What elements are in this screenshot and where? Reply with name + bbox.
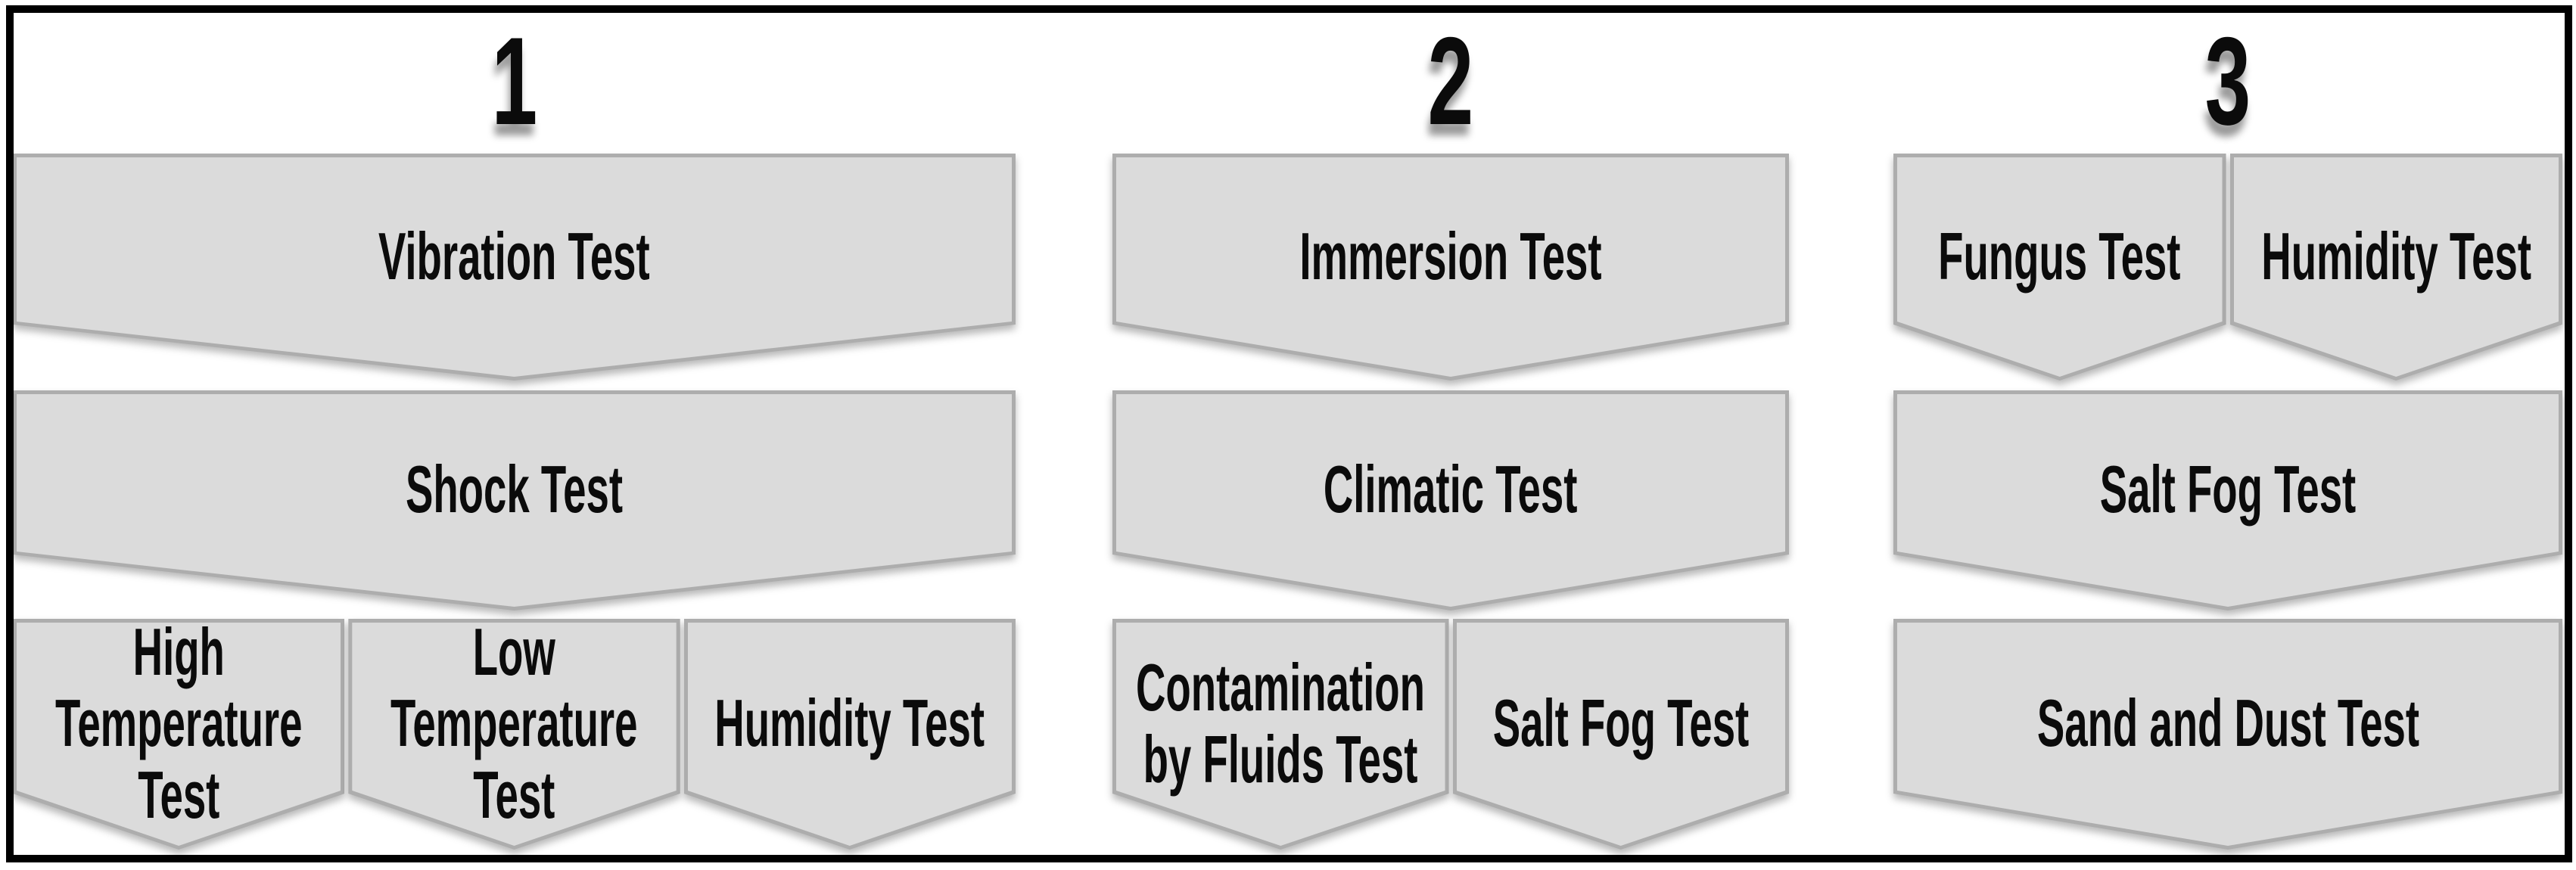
low-temperature-test-label: Low Temperature Test [354, 614, 674, 832]
salt-fog-test-label-2: Salt Fog Test [1899, 390, 2556, 589]
shock-test-box: Shock Test [13, 390, 1016, 611]
vibration-test-box: Vibration Test [13, 154, 1016, 381]
salt-fog-test-box-2: Salt Fog Test [1893, 390, 2562, 611]
sequence-1-step-1-row: Vibration Test [13, 154, 1016, 381]
fungus-test-label: Fungus Test [1899, 154, 2220, 359]
sequence-3-number-text: 3 [2204, 11, 2251, 151]
test-step-label-text: Sand and Dust Test [2036, 685, 2419, 761]
immersion-test-label: Immersion Test [1118, 154, 1783, 359]
chevron-shape [1893, 154, 2226, 381]
sequence-2-step-3-row: Contamination by Fluids Test Salt Fog Te… [1112, 619, 1789, 850]
low-temperature-test-box: Low Temperature Test [348, 614, 680, 850]
test-step-label-text: Fungus Test [1938, 218, 2181, 294]
sequence-column-2: 2 Immersion Test Climatic Test Co [1112, 0, 1789, 870]
test-step-label-text: Humidity Test [2260, 218, 2531, 294]
climatic-test-label: Climatic Test [1118, 390, 1783, 589]
humidity-test-label: Humidity Test [690, 619, 1010, 828]
chevron-shape [1893, 619, 2562, 850]
vibration-test-label: Vibration Test [19, 154, 1010, 359]
chevron-shape [1112, 619, 1449, 850]
chevron-shape [13, 154, 1016, 381]
sand-and-dust-test-box: Sand and Dust Test [1893, 619, 2562, 850]
chevron-shape [2230, 154, 2563, 381]
sequence-1-number-text: 1 [491, 11, 537, 151]
test-step-label-text: Shock Test [405, 452, 624, 527]
humidity-test-box-2: Humidity Test [2230, 154, 2563, 381]
sequence-2-step-2-row: Climatic Test [1112, 390, 1789, 611]
chevron-shape [684, 619, 1016, 850]
sequence-3-step-2-row: Salt Fog Test [1893, 390, 2562, 611]
sequence-1-number: 1 [13, 11, 1016, 151]
contamination-by-fluids-test-label: Contamination by Fluids Test [1118, 619, 1443, 828]
humidity-test-label-2: Humidity Test [2236, 154, 2557, 359]
test-step-label-text: High Temperature Test [54, 614, 303, 832]
test-step-label-text: Salt Fog Test [2099, 452, 2357, 527]
test-step-label-text: Contamination by Fluids Test [1136, 650, 1426, 797]
salt-fog-test-label: Salt Fog Test [1459, 619, 1784, 828]
sequence-2-number: 2 [1112, 11, 1789, 151]
chevron-shape [13, 619, 344, 850]
sand-and-dust-test-label: Sand and Dust Test [1899, 619, 2556, 828]
sequence-1-step-2-row: Shock Test [13, 390, 1016, 611]
sequence-1-step-3-row: High Temperature Test Low Temperature Te… [13, 614, 1016, 850]
contamination-by-fluids-test-box: Contamination by Fluids Test [1112, 619, 1449, 850]
test-step-label-text: Climatic Test [1324, 452, 1578, 527]
high-temperature-test-box: High Temperature Test [13, 614, 344, 850]
fungus-test-box: Fungus Test [1893, 154, 2226, 381]
humidity-test-box: Humidity Test [684, 619, 1016, 850]
salt-fog-test-box: Salt Fog Test [1453, 619, 1790, 850]
shock-test-label: Shock Test [19, 390, 1010, 589]
test-step-label-text: Vibration Test [378, 218, 650, 294]
sequence-column-3: 3 Fungus Test Humidity Test Salt Fog Tes… [1893, 0, 2562, 870]
sequence-column-1: 1 Vibration Test Shock Test High [13, 0, 1016, 870]
chevron-shape [1453, 619, 1790, 850]
sequence-3-step-3-row: Sand and Dust Test [1893, 619, 2562, 850]
sequence-3-step-1-row: Fungus Test Humidity Test [1893, 154, 2562, 381]
chevron-shape [348, 619, 680, 850]
immersion-test-box: Immersion Test [1112, 154, 1789, 381]
test-step-label-text: Low Temperature Test [390, 614, 638, 832]
climatic-test-box: Climatic Test [1112, 390, 1789, 611]
test-step-label-text: Humidity Test [714, 685, 985, 761]
sequence-2-number-text: 2 [1427, 11, 1474, 151]
test-step-label-text: Immersion Test [1299, 218, 1602, 294]
chevron-shape [1112, 154, 1789, 381]
test-step-label-text: Salt Fog Test [1492, 685, 1750, 761]
sequence-2-step-1-row: Immersion Test [1112, 154, 1789, 381]
high-temperature-test-label: High Temperature Test [19, 614, 338, 832]
sequence-3-number: 3 [1893, 11, 2562, 151]
